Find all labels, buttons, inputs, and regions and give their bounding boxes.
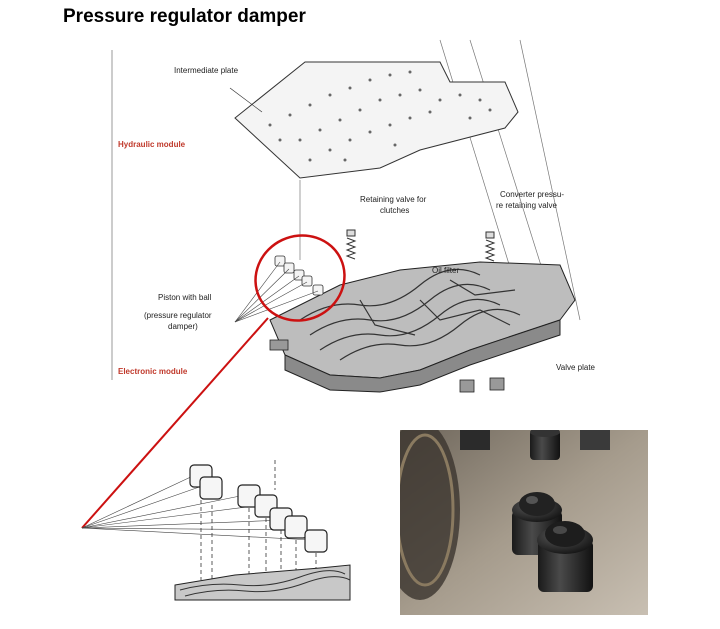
label-hydraulic-module: Hydraulic module xyxy=(118,140,186,149)
converter-valve-spring xyxy=(484,231,496,262)
zoom-pistons xyxy=(189,464,328,553)
zoom-leader-lines xyxy=(81,474,313,541)
damper-photo xyxy=(400,430,648,615)
label-electronic-module: Electronic module xyxy=(118,367,188,376)
label-piston-1: Piston with ball xyxy=(158,293,212,302)
label-retaining-valve-2: clutches xyxy=(380,206,409,215)
zoom-valve-plate xyxy=(174,564,351,601)
retaining-valve-spring xyxy=(345,229,357,260)
label-piston-3: damper) xyxy=(168,322,198,331)
highlight-circle xyxy=(254,234,346,322)
label-piston-2: (pressure regulator xyxy=(144,311,212,320)
valve-plate xyxy=(269,261,576,393)
label-oil-filter: Oil filter xyxy=(432,266,459,275)
page-title: Pressure regulator damper xyxy=(63,6,306,27)
label-converter-2: re retaining valve xyxy=(496,201,557,210)
label-valve-plate: Valve plate xyxy=(556,363,596,372)
zoom-pointer-line xyxy=(81,317,269,529)
intermediate-plate xyxy=(229,61,519,179)
piston-group-top xyxy=(274,255,324,296)
label-retaining-valve-1: Retaining valve for xyxy=(360,195,427,204)
label-converter-1: Converter pressu- xyxy=(500,190,564,199)
label-intermediate-plate: Intermediate plate xyxy=(174,66,239,75)
